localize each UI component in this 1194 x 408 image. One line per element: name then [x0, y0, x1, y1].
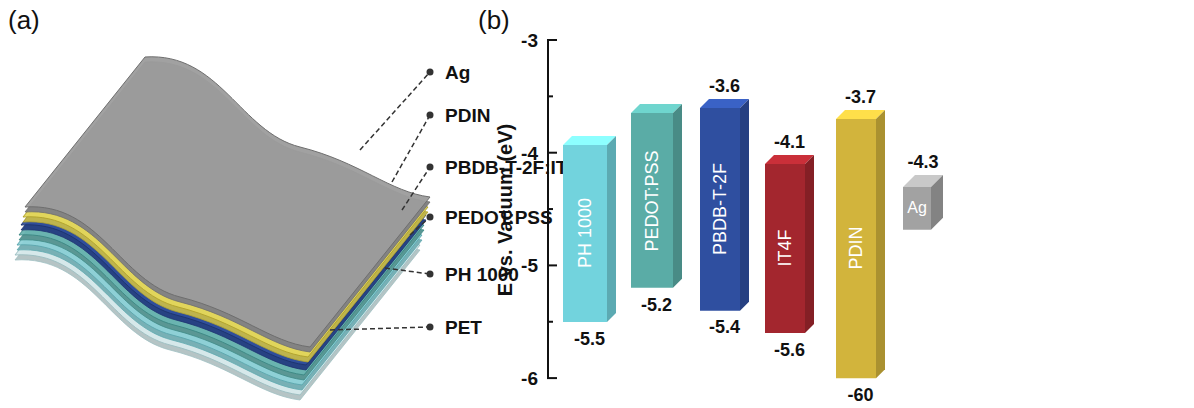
energy-bar: PEDOT:PSS-5.2 [631, 113, 673, 288]
bar-side [607, 136, 616, 322]
bar-side [673, 104, 682, 288]
energy-value: -5.6 [774, 341, 805, 359]
tick-label: -3 [521, 31, 538, 50]
energy-bar: -3.6PBDB-T-2F-5.4 [700, 108, 740, 311]
material-name: PEDOT:PSS [643, 150, 661, 251]
leader-line [392, 115, 430, 182]
energy-value: -60 [847, 386, 873, 404]
energy-value: -3.6 [709, 77, 740, 95]
leader-dot [427, 324, 434, 331]
bar-front [563, 145, 607, 322]
panel-label: (a) [8, 7, 40, 33]
bar-side [805, 155, 814, 333]
material-name: PDIN [847, 227, 865, 270]
panel-label: (b) [478, 7, 510, 33]
bar-front [700, 108, 740, 311]
bar-side [931, 175, 943, 230]
material-name: IT4F [776, 230, 794, 267]
bar-front [836, 119, 876, 378]
bar-side [876, 110, 885, 378]
energy-bar: -4.1IT4F-5.6 [765, 164, 805, 333]
bar-top [631, 104, 682, 113]
energy-value: -4.1 [774, 133, 805, 151]
axis-tick [547, 377, 557, 379]
energy-bar: -3.7PDIN-60 [836, 119, 876, 378]
leader-dot [427, 69, 434, 76]
leader-dot [427, 214, 434, 221]
bar-front [631, 113, 673, 288]
energy-value: -5.4 [709, 318, 740, 336]
material-name: PBDB-T-2F [711, 163, 729, 255]
leader-dot [427, 112, 434, 119]
energy-value: -4.3 [907, 153, 938, 171]
tick-label: -4 [521, 143, 538, 162]
leader-line [330, 327, 430, 330]
layer-label: PDIN [445, 106, 490, 125]
axis-title: E vs. Vacuum (eV) [495, 124, 515, 296]
bar-front [765, 164, 805, 333]
layer-label: Ag [445, 63, 470, 82]
bar-top [563, 136, 616, 145]
axis-tick [547, 264, 557, 266]
layer-sheet [25, 57, 430, 347]
energy-bar: -4.3Ag [903, 187, 931, 230]
material-name: PH 1000 [576, 198, 594, 268]
tick-label: -6 [521, 369, 538, 388]
leader-dot [427, 164, 434, 171]
bar-front [903, 187, 931, 230]
leader-line [410, 217, 430, 235]
leader-line [402, 167, 430, 210]
axis-tick [547, 95, 553, 97]
leader-line [360, 72, 430, 150]
layer-stack [15, 57, 430, 400]
axis-tick [547, 152, 557, 154]
axis-tick [547, 321, 553, 323]
bar-side [740, 99, 749, 311]
leader-line [385, 268, 430, 274]
energy-value: -3.7 [845, 88, 876, 106]
energy-value: -5.2 [641, 296, 672, 314]
tick-label: -5 [521, 256, 538, 275]
leader-dot [427, 271, 434, 278]
axis-tick [547, 39, 557, 41]
layer-label: PET [445, 318, 482, 337]
energy-value: -5.5 [574, 330, 605, 348]
energy-bar: PH 1000-5.5 [563, 145, 607, 322]
material-name: Ag [907, 200, 927, 216]
